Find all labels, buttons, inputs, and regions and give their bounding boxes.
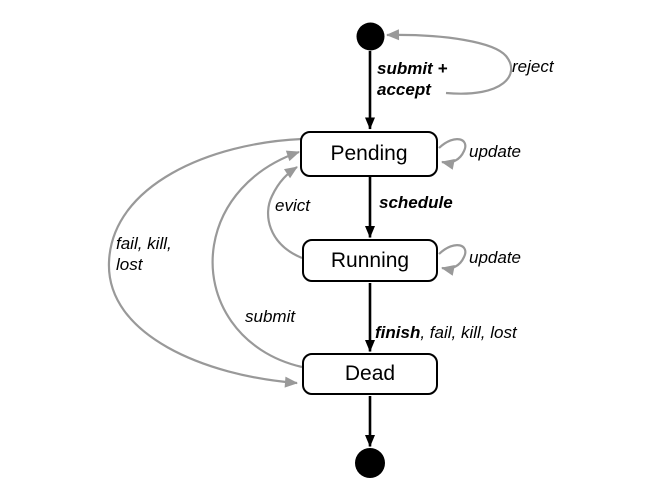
label-finish-rest: , fail, kill, lost (420, 323, 517, 343)
label-schedule: schedule (379, 193, 453, 212)
initial-state-node (356, 22, 385, 51)
label-evict: evict (275, 196, 310, 215)
label-submit-back: submit (245, 307, 296, 326)
label-submit-accept: submit + accept (377, 59, 448, 100)
label-finish-bold: finish (375, 323, 421, 343)
label-update-running: update (469, 248, 521, 267)
final-state-node (355, 448, 385, 478)
transition-reject-curve (386, 29, 513, 95)
transition-evict-curve (266, 166, 303, 260)
state-pending-label: Pending (330, 142, 408, 165)
state-dead: Dead (302, 353, 438, 395)
transition-submit-back-curve (211, 150, 303, 369)
transition-update-running-loop (438, 244, 467, 276)
transition-update-pending-loop (438, 138, 467, 170)
state-dead-label: Dead (344, 362, 396, 385)
label-reject: reject (512, 57, 554, 76)
state-pending: Pending (300, 131, 438, 177)
label-finish-fail-kill-lost: finish, fail, kill, lost (375, 301, 517, 344)
state-running: Running (302, 239, 438, 282)
label-update-pending: update (469, 142, 521, 161)
state-running-label: Running (330, 248, 410, 272)
label-fail-kill-lost: fail, kill, lost (116, 234, 172, 275)
transition-fail-kill-lost-curve (107, 137, 303, 388)
